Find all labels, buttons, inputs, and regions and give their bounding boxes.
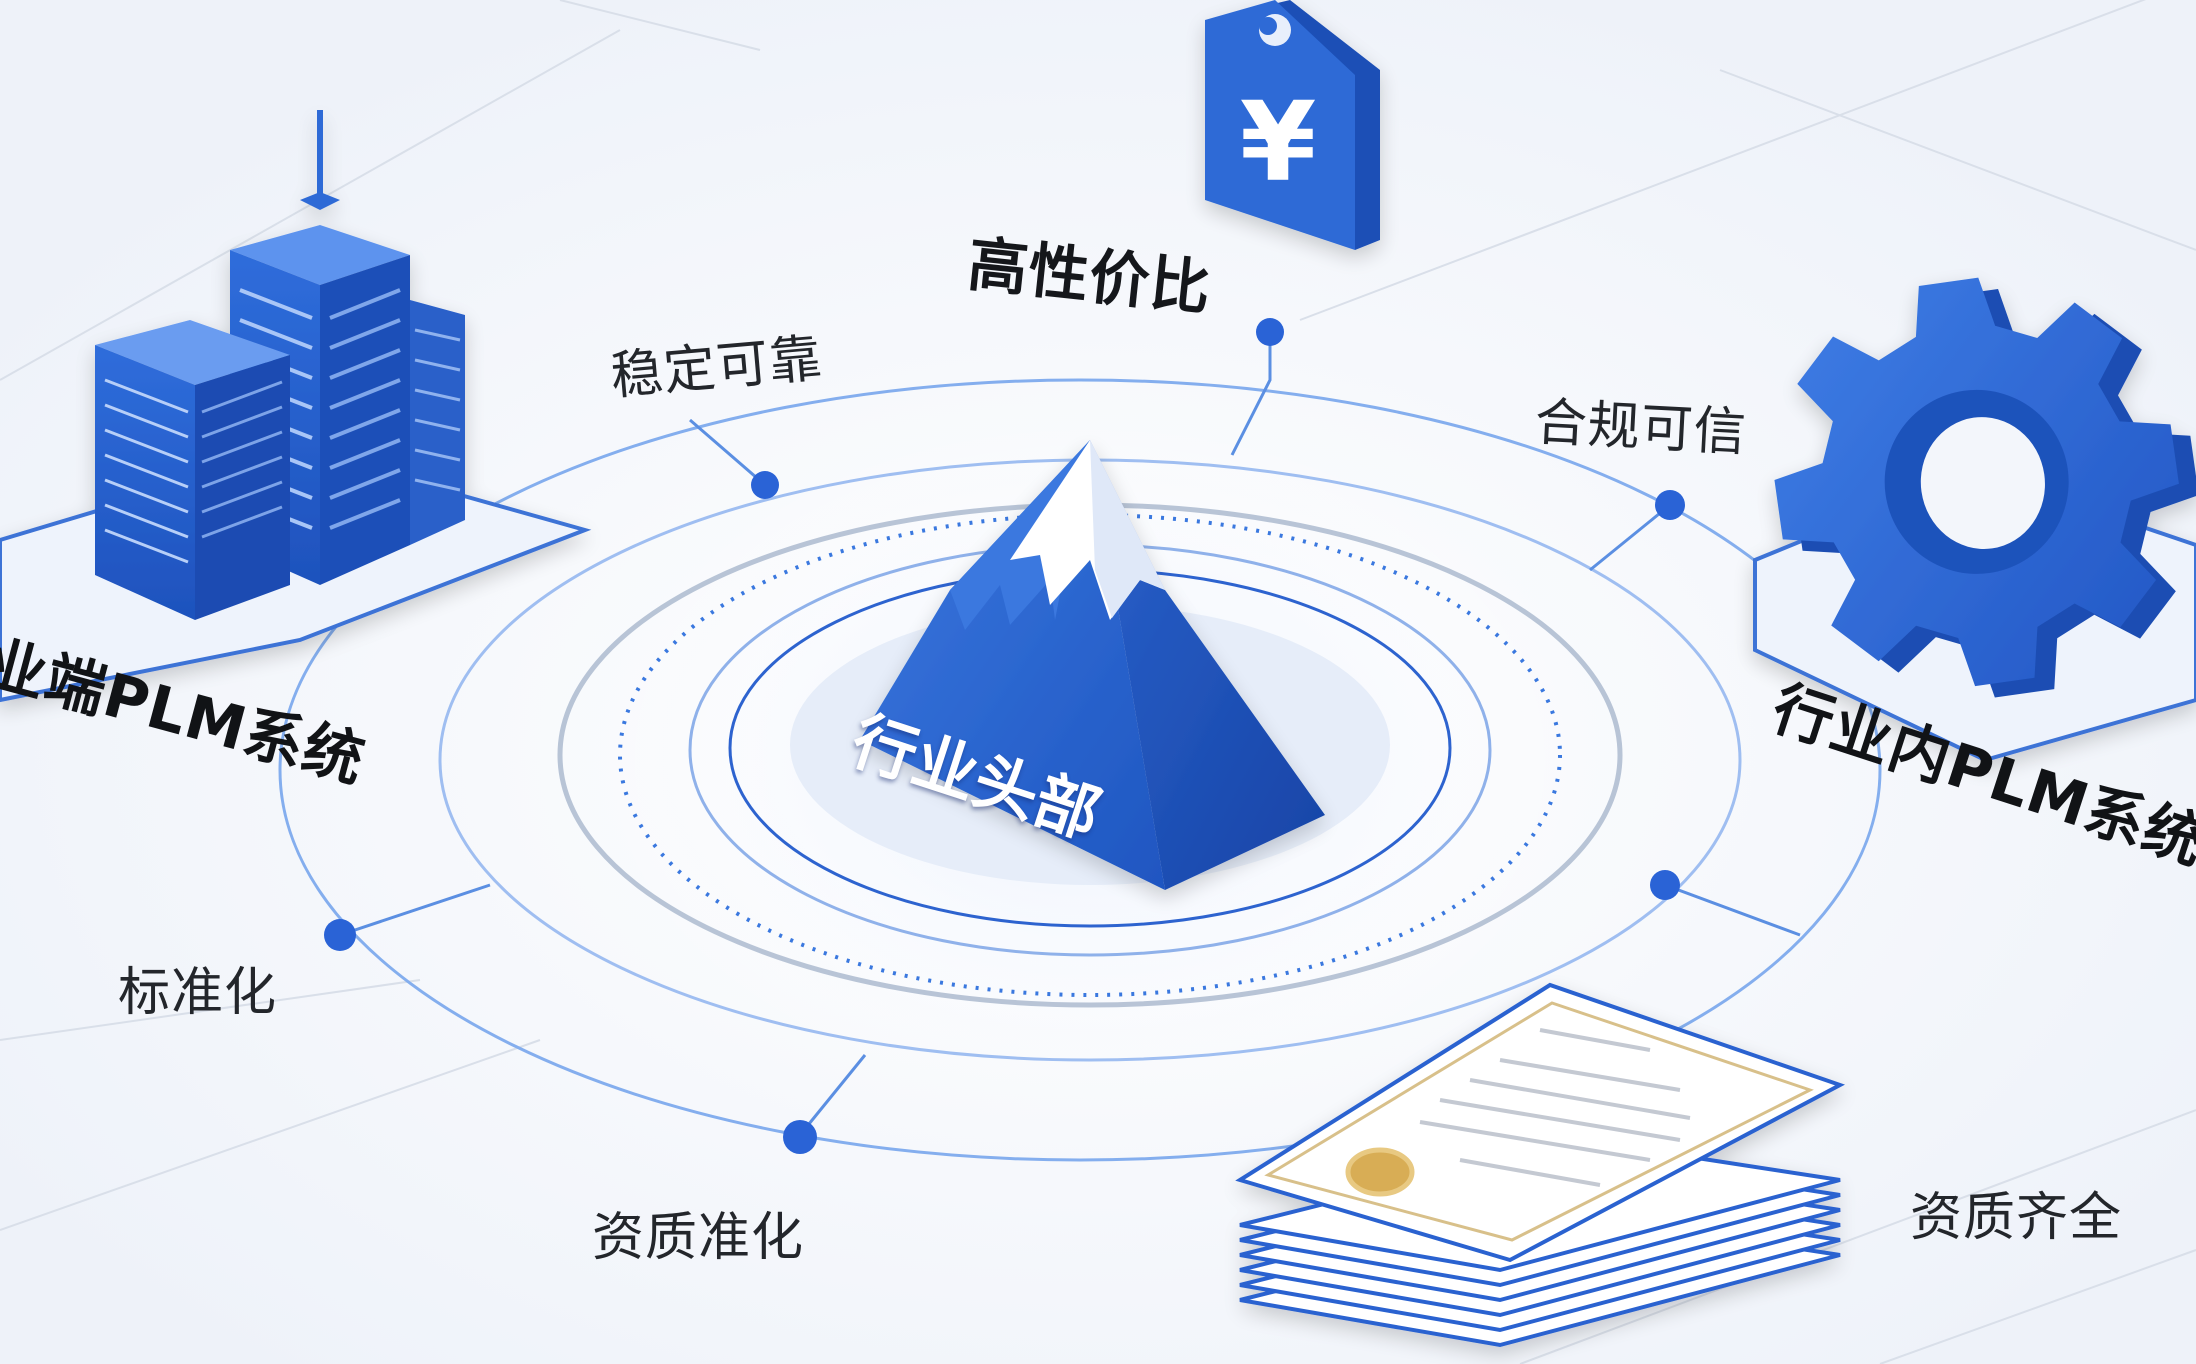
label-bottom: 资质准化 bbox=[592, 1208, 805, 1268]
certificate-stack-icon bbox=[1235, 982, 1846, 1348]
connector-top bbox=[1230, 332, 1272, 456]
mountain-peak-icon bbox=[860, 440, 1325, 890]
label-bottom-right: 资质齐全 bbox=[1910, 1188, 2123, 1248]
gear-icon bbox=[1753, 277, 2196, 763]
yen-symbol: ¥ bbox=[1240, 78, 1317, 206]
node-bottom bbox=[783, 1120, 817, 1154]
connector-upper-right bbox=[1589, 503, 1671, 572]
node-upper-right bbox=[1655, 490, 1685, 520]
node-upper-left bbox=[751, 471, 779, 499]
office-buildings-icon bbox=[0, 110, 592, 703]
price-tag-yen-icon: ¥ bbox=[1205, 0, 1380, 250]
label-upper-right: 合规可信 bbox=[1533, 392, 1749, 464]
node-bottom-right bbox=[1650, 870, 1680, 900]
node-left bbox=[324, 919, 356, 951]
connectors bbox=[339, 332, 1801, 1136]
outer-ring bbox=[278, 378, 1882, 1162]
connector-nodes bbox=[324, 318, 1685, 1154]
connector-bottom bbox=[798, 1054, 867, 1136]
connector-left bbox=[339, 883, 491, 937]
label-left: 标准化 bbox=[118, 963, 278, 1023]
connector-upper-left bbox=[689, 418, 766, 487]
node-top bbox=[1256, 318, 1284, 346]
connector-bottom-right bbox=[1664, 883, 1801, 937]
